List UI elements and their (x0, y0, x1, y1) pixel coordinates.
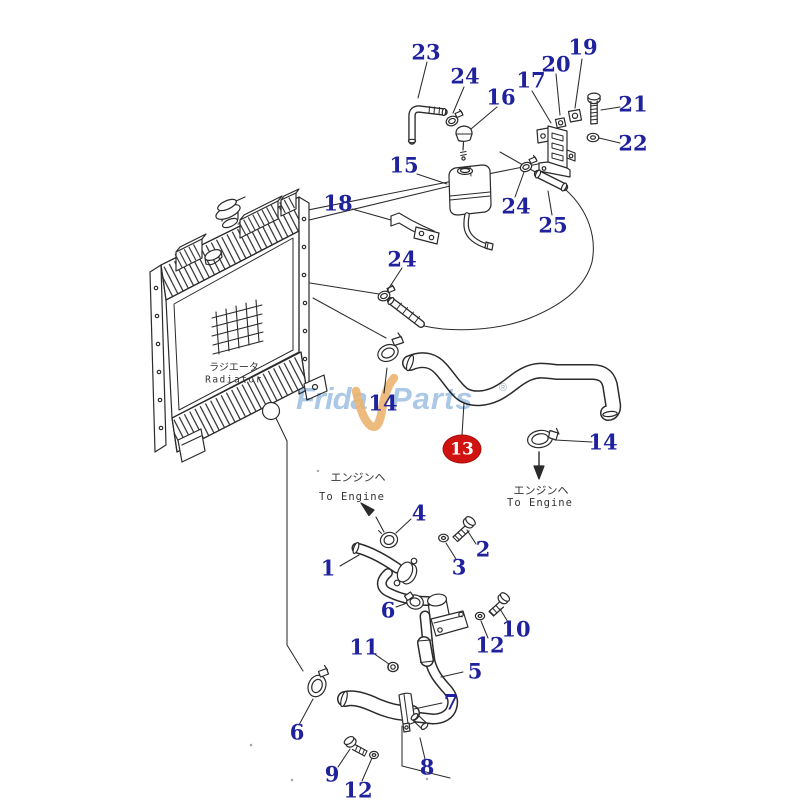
radiator-drawing (149, 188, 328, 463)
reservoir-tank-15 (448, 164, 494, 251)
callout-23: 23 (411, 39, 441, 65)
nut-11 (387, 661, 399, 673)
bracket-17 (536, 125, 576, 178)
callout-14: 14 (588, 429, 618, 455)
to-engine-right-en: To Engine (507, 497, 573, 509)
radiator-label-en: Radiator (205, 374, 263, 386)
washer-3 (438, 533, 449, 543)
callout-20: 20 (541, 51, 571, 77)
callout-14: 14 (368, 390, 398, 416)
washer-12-lower (369, 750, 380, 760)
callout-24: 24 (501, 193, 531, 219)
clamp-14-right (527, 427, 560, 449)
callout-5: 5 (467, 658, 483, 684)
callout-10: 10 (501, 616, 531, 642)
clamp-24-top (445, 108, 464, 127)
radiator-hose-13 (402, 352, 622, 421)
callout-15: 15 (389, 152, 419, 178)
callout-6: 6 (289, 719, 305, 745)
clamp-6-upper (403, 591, 424, 610)
callout-3: 3 (451, 554, 467, 580)
callout-17: 17 (516, 67, 546, 93)
to-engine-right-jp: エンジンヘ (513, 484, 569, 497)
lower-hose (337, 690, 420, 722)
to-engine-left-en: To Engine (319, 491, 385, 503)
bolt-21 (587, 92, 601, 125)
callout-11: 11 (349, 634, 379, 660)
hose-ring-4 (378, 530, 399, 549)
callout-12: 12 (343, 777, 373, 800)
bolt-10 (488, 592, 511, 617)
callout-22: 22 (618, 130, 648, 156)
clamp-24-right (519, 154, 538, 173)
washer-12-upper (474, 611, 486, 621)
callout-18: 18 (323, 190, 353, 216)
callout-6: 6 (380, 597, 396, 623)
spacer-8 (410, 713, 429, 730)
callout-2: 2 (475, 536, 491, 562)
callout-7: 7 (443, 689, 459, 715)
clip-19 (567, 108, 583, 123)
hose-23 (407, 105, 448, 145)
callout-4: 4 (411, 500, 427, 526)
cap-16 (455, 125, 473, 161)
callout-24: 24 (450, 63, 480, 89)
clamp-6-lower (307, 664, 330, 698)
callout-9: 9 (324, 761, 340, 787)
callout-12: 12 (475, 632, 505, 658)
washer-22 (586, 132, 600, 143)
callout-19: 19 (568, 34, 598, 60)
highlighted-callout-number: 13 (450, 439, 474, 459)
highlighted-callout-13: 13 (442, 434, 482, 464)
overflow-tube (387, 151, 594, 331)
callout-1: 1 (320, 555, 336, 581)
bolt-2 (452, 516, 476, 543)
radiator-label-jp: ラジエータ (209, 362, 259, 374)
to-engine-arrow-right (533, 451, 545, 480)
core-grid-symbol (211, 299, 264, 355)
clamp-14-left (377, 332, 405, 363)
clamp-24-middle (377, 283, 396, 302)
water-pipe-5 (409, 610, 459, 725)
callout-16: 16 (486, 84, 516, 110)
callout-24: 24 (387, 246, 417, 272)
callout-8: 8 (419, 754, 435, 780)
to-engine-left-jp: エンジンヘ (330, 471, 386, 484)
clip-20 (554, 117, 567, 129)
to-engine-arrow-left (360, 502, 385, 533)
callout-25: 25 (538, 212, 568, 238)
callout-21: 21 (618, 91, 648, 117)
bracket-18 (390, 212, 440, 245)
print-specks (249, 469, 429, 782)
bolt-9 (343, 735, 368, 757)
